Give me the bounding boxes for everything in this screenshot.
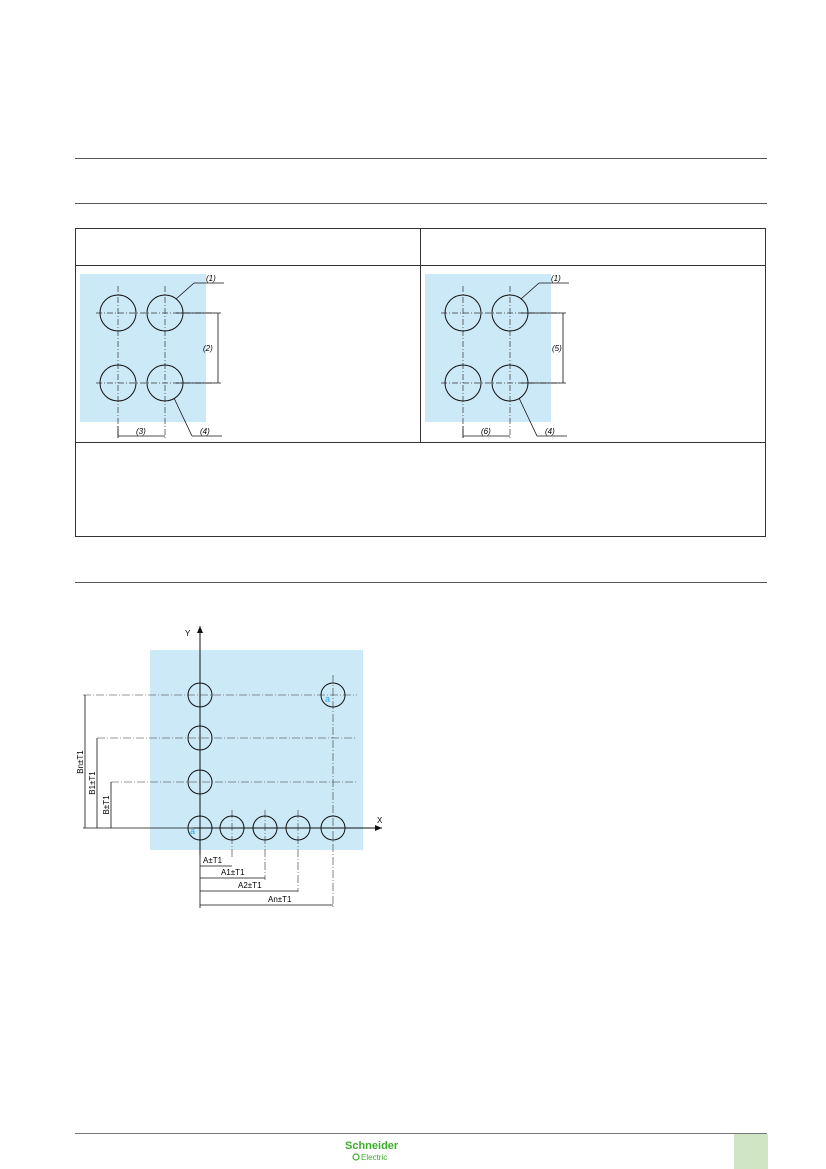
left-hole-drawing: (1) (2) (3) (4) [80,274,224,438]
hole [444,364,482,402]
dim-an-label: An±T1 [268,895,292,904]
dim-a1-label: A1±T1 [221,868,245,877]
hole-marker-corner: a [325,694,330,704]
hole [252,815,278,841]
brand-sub: Electric [361,1153,387,1162]
hole [99,364,137,402]
hole-layout-drawing: Y X a a Bn±T1 B1±T1 B±T1 [76,626,383,908]
dim-a2-label: A2±T1 [238,881,262,890]
y-axis-label: Y [185,629,191,638]
note-4-label: (4) [545,427,555,436]
schneider-electric-logo: Schneider Electric [345,1140,399,1162]
layout-holes [187,682,346,841]
hole [320,682,346,708]
section-rule-upper [75,203,767,204]
page-tab [734,1134,768,1169]
note-4-label: (4) [200,427,210,436]
note-3-label: (3) [136,427,146,436]
note-5-label: (5) [552,344,562,353]
hole [187,769,213,795]
right-drawing-background [425,274,551,422]
left-drawing-background [80,274,206,422]
footer-rule [75,1133,767,1134]
table-column-divider [420,229,421,442]
comparison-table: (1) (2) (3) (4) (1) [75,228,766,537]
table-body-divider [76,442,765,443]
hole [187,682,213,708]
hole-marker-origin: a [190,826,195,836]
hole [285,815,311,841]
hole [219,815,245,841]
plate-background [150,650,363,850]
dim-b1-label: B1±T1 [88,771,97,795]
note-2-label: (2) [203,344,213,353]
note-1-label: (1) [206,274,216,283]
dim-bn-label: Bn±T1 [76,750,85,774]
note-6-label: (6) [481,427,491,436]
brand-mark-icon [352,1153,360,1161]
hole [99,294,137,332]
section-rule-top [75,158,767,159]
dim-a-label: A±T1 [203,856,223,865]
x-axis-label: X [377,816,383,825]
dim-b-label: B±T1 [102,795,111,815]
right-hole-drawing: (1) (5) (6) (4) [425,274,569,438]
section-rule-lower [75,582,767,583]
note-1-label: (1) [551,274,561,283]
hole [187,725,213,751]
brand-name: Schneider [345,1140,399,1152]
hole [320,815,346,841]
hole [444,294,482,332]
